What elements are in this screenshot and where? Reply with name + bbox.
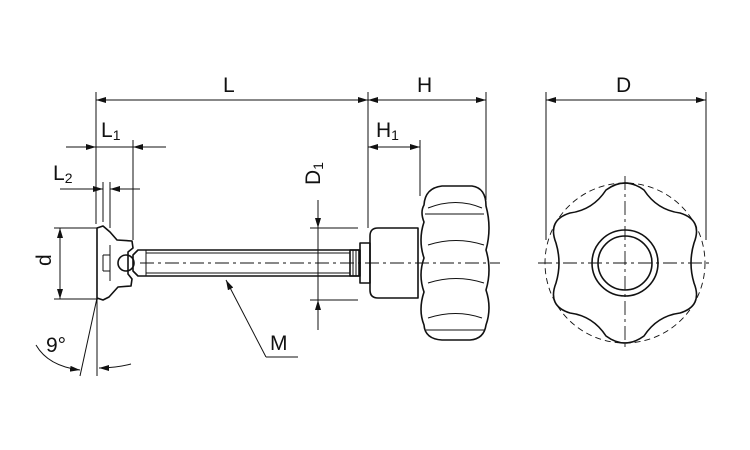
label-d: d xyxy=(33,254,56,266)
swivel-pad xyxy=(96,225,135,301)
dimension-labels: L H D L1 H1 L2 d D1 M 9° xyxy=(33,74,631,357)
label-H1: H1 xyxy=(376,119,399,143)
label-angle: 9° xyxy=(46,334,66,357)
dimension-lines xyxy=(35,97,706,377)
knob-head-side xyxy=(420,185,490,341)
label-L1: L1 xyxy=(101,119,121,143)
threaded-shaft xyxy=(132,249,361,277)
label-D1: D1 xyxy=(302,162,326,185)
knob-front-view xyxy=(538,176,712,350)
lobed-outline xyxy=(552,182,698,344)
label-H: H xyxy=(417,74,432,97)
thread-leader xyxy=(225,279,267,358)
extension-lines xyxy=(54,92,707,301)
label-D: D xyxy=(616,74,631,97)
label-L: L xyxy=(223,74,235,97)
label-L2: L2 xyxy=(53,162,73,186)
label-M: M xyxy=(270,332,288,355)
